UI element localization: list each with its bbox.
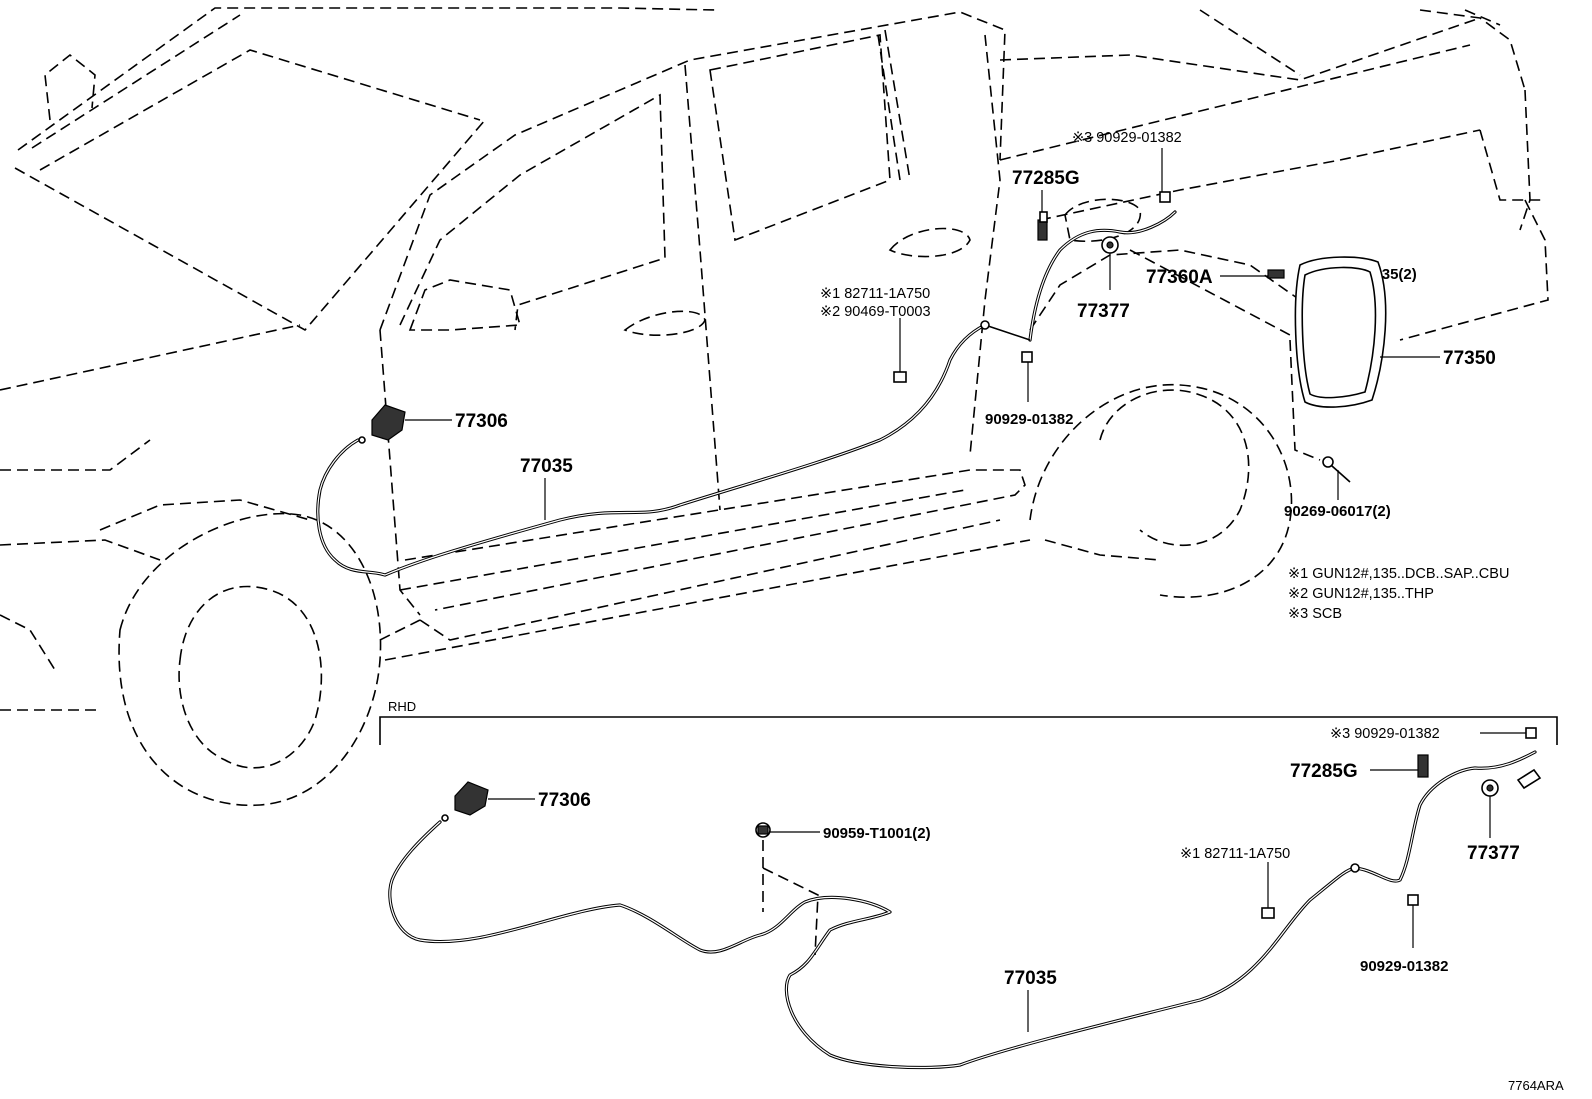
clip-scb-top (1159, 191, 1171, 203)
label-77035-bottom: 77035 (1004, 968, 1057, 989)
top-assembly: 77306 77035 ※1 82711-1A750 ※2 90469-T000… (316, 130, 1496, 577)
label-77306-bottom: 77306 (538, 790, 591, 811)
vehicle-outline (0, 7, 1549, 807)
note3-top: ※3 90929-01382 (1072, 130, 1182, 146)
cable-clamp-top (893, 371, 907, 383)
fuel-lid-panel (1294, 256, 1387, 408)
note3-bottom: ※3 90929-01382 (1330, 726, 1440, 742)
cable-guide-top (1037, 219, 1048, 241)
cable-clamp-bottom (1261, 907, 1275, 919)
clip-scb-bottom (1525, 727, 1537, 739)
label-90929-bottom: 90929-01382 (1360, 958, 1448, 975)
fuel-opener-lever-bottom (441, 781, 489, 822)
label-77360a: 77360A (1146, 267, 1213, 288)
legend-line-1: ※1 GUN12#,135..DCB..SAP..CBU (1288, 566, 1509, 582)
label-77285g-bottom: 77285G (1290, 761, 1358, 782)
label-90269: 90269-06017(2) (1284, 503, 1391, 520)
label-77377-top: 77377 (1077, 301, 1130, 322)
variant-legend: ※1 GUN12#,135..DCB..SAP..CBU ※2 GUN12#,1… (1288, 566, 1509, 622)
diagram-code: 7764ARA (1508, 1078, 1564, 1093)
screw-90269 (1322, 456, 1351, 483)
clip-90929-bottom (1407, 894, 1419, 906)
label-77350: 77350 (1443, 348, 1496, 369)
label-77306-top: 77306 (455, 411, 508, 432)
note1-bottom: ※1 82711-1A750 (1180, 846, 1290, 862)
clamp-90959 (755, 822, 771, 838)
label-77285g-top: 77285G (1012, 168, 1080, 189)
label-77035-top: 77035 (520, 456, 573, 477)
note2-top: ※2 90469-T0003 (820, 304, 931, 320)
fuel-lid-lock-bottom (1481, 779, 1499, 797)
fuel-lid-lock-top (1101, 236, 1119, 254)
legend-line-3: ※3 SCB (1288, 606, 1342, 622)
fuel-opener-lever-top (358, 404, 406, 444)
clip-90929-top (1021, 351, 1033, 363)
fuel-lid-hinge (1267, 269, 1285, 279)
label-90929-top: 90929-01382 (985, 411, 1073, 428)
rhd-section: RHD 77306 90959-T1001(2) 77035 ※1 82711-… (379, 699, 1558, 1070)
legend-line-2: ※2 GUN12#,135..THP (1288, 586, 1434, 602)
rhd-label: RHD (388, 699, 416, 714)
label-77377-bottom: 77377 (1467, 843, 1520, 864)
cable-guide-bottom (1417, 754, 1429, 778)
note1-top: ※1 82711-1A750 (820, 286, 930, 302)
label-90959: 90959-T1001(2) (823, 825, 931, 842)
